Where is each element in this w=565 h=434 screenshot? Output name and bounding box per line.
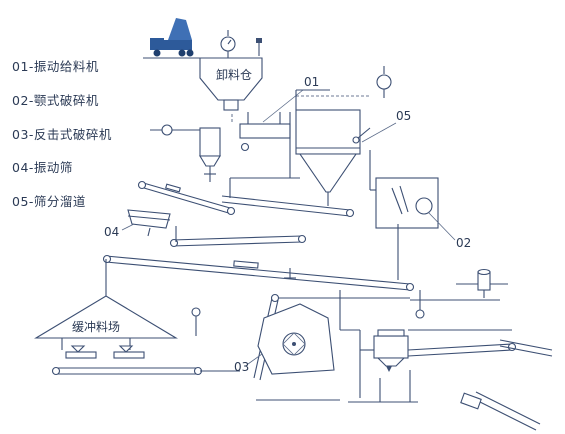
vibrating-feeder-01	[239, 112, 291, 139]
tag-02: 02	[456, 236, 471, 250]
buffer-yard	[34, 295, 178, 359]
leader-03	[247, 353, 263, 365]
gauge-icon	[220, 30, 236, 58]
legend-item-jaw-crusher: 02-颚式破碎机	[12, 93, 99, 108]
leader-02	[427, 211, 456, 241]
belt-conveyor-main	[137, 180, 236, 216]
pipe-right	[499, 339, 553, 351]
legend-item-impact-crusher: 03-反击式破碎机	[12, 127, 112, 142]
hook-icon	[376, 66, 392, 98]
unloading-bin-label: 卸料仓	[216, 67, 252, 82]
belt-conveyor-right	[407, 329, 517, 357]
valve-icon	[161, 124, 173, 136]
tag-01: 01	[304, 75, 319, 89]
belt-conveyor-to-buffer	[102, 254, 415, 292]
screening-silo	[295, 109, 361, 206]
legend-item-screening-chute: 05-筛分溜道	[12, 194, 86, 209]
screen-bin	[359, 329, 409, 398]
impact-crusher-03	[257, 303, 335, 375]
stacker-conveyor	[460, 391, 541, 431]
belt-conveyor-bottom	[51, 366, 240, 376]
small-hopper	[199, 127, 221, 182]
unloading-bin	[199, 57, 263, 111]
legend-item-vibrating-feeder: 01-振动给料机	[12, 59, 99, 74]
tag-05: 05	[396, 109, 411, 123]
buffer-yard-label: 缓冲料场	[72, 319, 120, 334]
tag-03: 03	[234, 360, 249, 374]
vibrating-screen-04	[127, 209, 171, 237]
leader-04	[121, 223, 135, 231]
chute-05	[357, 127, 371, 139]
jaw-crusher-02	[375, 177, 439, 229]
dump-truck-icon	[150, 18, 194, 57]
belt-conveyor-long	[169, 226, 307, 248]
leader-05	[361, 122, 397, 143]
belt-conveyor-to-crusher	[221, 195, 355, 218]
tag-04: 04	[104, 225, 119, 239]
separator-icon	[456, 268, 508, 298]
motor-icon	[240, 142, 250, 152]
legend-item-vibrating-screen: 04-振动筛	[12, 160, 73, 175]
